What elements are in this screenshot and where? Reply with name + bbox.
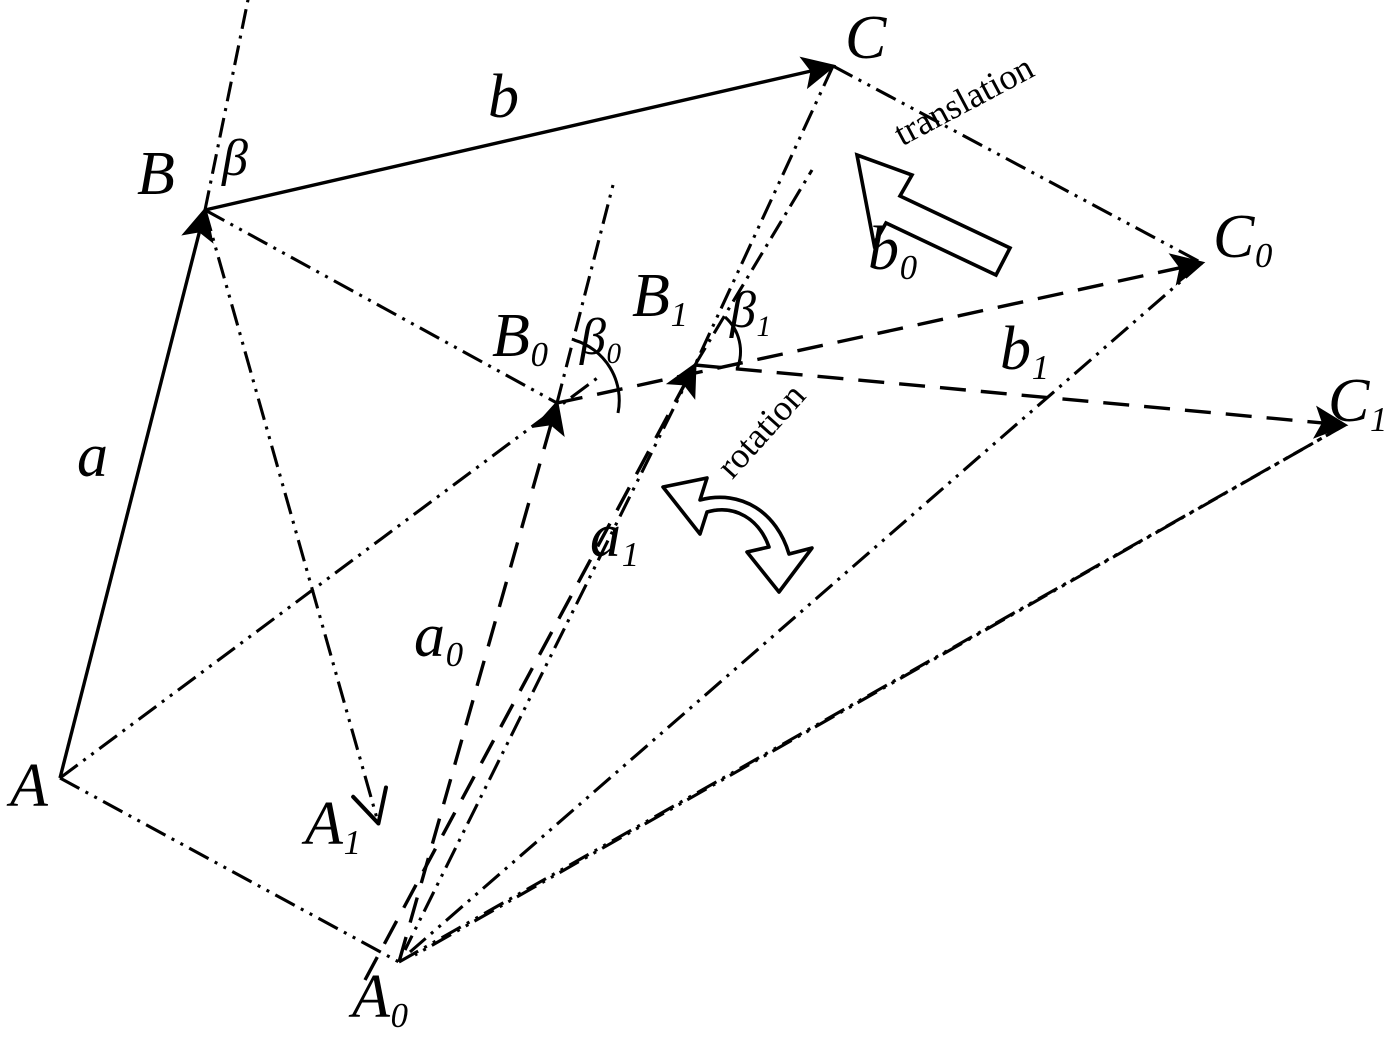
vector-b0-line [556,253,1206,405]
angle-arc-beta1 [723,315,742,370]
angle-arc-beta0 [573,338,621,414]
translation-arrow [854,152,1013,278]
angle-label-beta: β [222,130,248,187]
rotation-arrow-shape [661,476,814,594]
angle-label-beta0: β0 [580,309,622,370]
corr-line-A0-right [398,423,1346,964]
vertex-label-C0: C0 [1213,203,1273,276]
corr-line-C0-A0 [408,261,1204,954]
ref-ray-at-B1 [693,169,814,366]
angle-label-beta1: β1 [730,282,772,343]
corr-line-B-A1 [203,209,388,826]
corr-line-C-B1 [693,65,835,366]
vector-label-b1: b1 [1000,315,1050,388]
corr-line-C1-A0 [414,423,1346,957]
vertex-label-A1: A1 [305,790,361,863]
vertex-label-A: A [10,752,48,820]
vertex-label-A0: A0 [352,963,408,1036]
vector-a0-group [397,399,565,963]
reference-rays-group [203,0,814,404]
ref-ray-at-B [203,0,250,211]
vector-label-a1: a1 [590,502,640,575]
corr-line-B-B0 [204,208,558,405]
vertex-label-C: C [845,4,887,72]
vector-label-b: b [488,63,519,131]
vector-label-b0: b0 [868,215,918,288]
vertex-label-B1: B1 [632,262,688,335]
vector-a1-line [363,362,697,981]
vector-b-line [204,56,837,212]
vector-b1-group [694,363,1349,439]
vector-a-group [58,206,214,779]
vector-a1-group [363,362,697,981]
vector-b1-line [694,363,1349,439]
corr-line-A-B0 [59,374,601,780]
corr-line-A-A0 [59,776,400,964]
corr-line-B1-A0 [403,364,697,951]
angle-arcs-group [573,315,742,414]
vector-b0-group [556,253,1206,405]
vertex-label-B0: B0 [492,302,548,375]
correspondence-lines-group [59,64,1346,964]
vector-a-line [58,206,214,779]
vertex-label-C1: C1 [1328,367,1388,440]
rotation-arrow [661,476,814,594]
vector-label-a: a [77,422,108,490]
vertex-label-B: B [137,140,175,208]
vector-b-group [204,56,837,212]
corr-line-C-C0 [832,64,1203,265]
vector-a0-line [397,399,565,963]
ref-ray-at-B0 [555,184,615,404]
vector-label-a0: a0 [414,602,464,675]
translation-arrow-shape [854,152,1013,278]
